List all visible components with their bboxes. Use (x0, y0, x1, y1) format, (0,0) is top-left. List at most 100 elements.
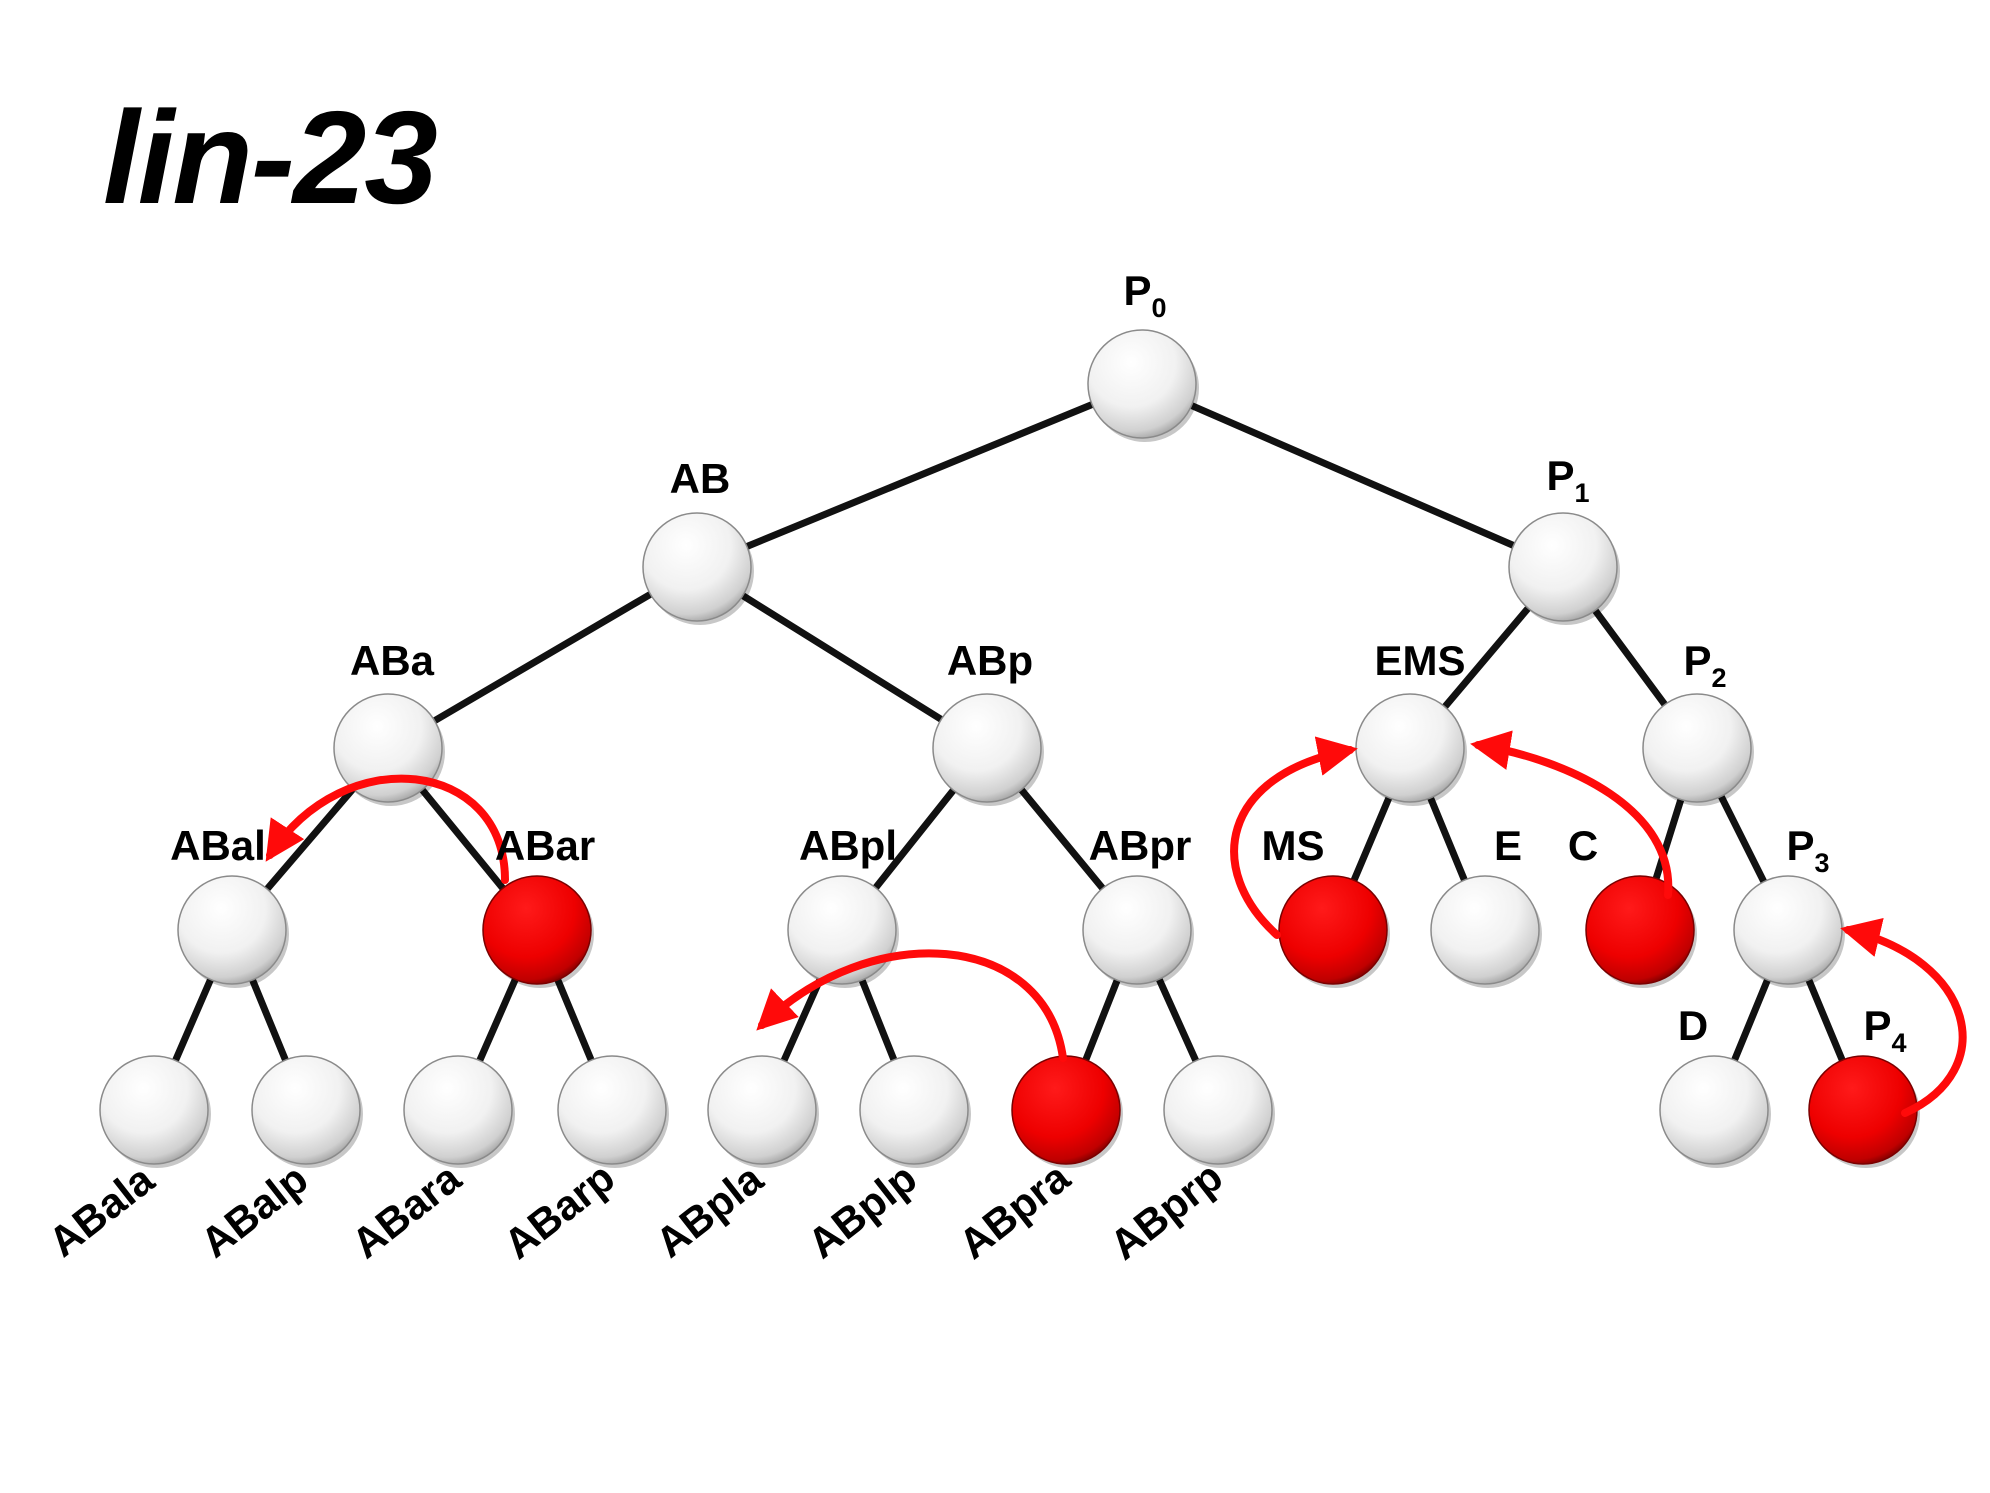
cell-node-MS (1278, 875, 1388, 985)
edge-ABal-ABala (169, 968, 218, 1070)
cell-node-ABalp (251, 1055, 361, 1165)
label-main-E: E (1494, 822, 1522, 869)
cell-node-P4 (1808, 1055, 1918, 1165)
cell-node-ABal (177, 875, 287, 985)
edge-P2-P3 (1714, 785, 1771, 891)
label-main-D: D (1678, 1002, 1708, 1049)
cell-node-ABpr (1082, 875, 1192, 985)
cell-node-AB (642, 512, 752, 622)
label-main-P3: P (1786, 822, 1814, 869)
page-title: lin-23 (103, 84, 438, 231)
label-ABpr: ABpr (1089, 822, 1192, 869)
edge-P0-P1 (1180, 398, 1523, 552)
label-ABpra: ABpra (950, 1153, 1079, 1268)
cell-node-ABpra (1011, 1055, 1121, 1165)
cell-node-ABala (99, 1055, 209, 1165)
label-main-ABala: ABala (40, 1155, 163, 1266)
cell-node-ABara (403, 1055, 513, 1165)
label-AB: AB (670, 455, 731, 502)
label-MS: MS (1262, 822, 1325, 869)
cell-node-ABplp (859, 1055, 969, 1165)
label-main-P0: P (1123, 267, 1151, 314)
arrow-P4-to-P3 (1840, 917, 1967, 1117)
edge-ABp-ABpr (1012, 779, 1110, 897)
cell-node-ABpl (787, 875, 897, 985)
edge-ABa-ABal (259, 779, 362, 898)
arrow-ABar-to-ABal (265, 774, 509, 884)
label-D: D (1678, 1002, 1708, 1049)
label-subscript-P3: 3 (1814, 848, 1829, 878)
label-main-ABpra: ABpra (950, 1153, 1079, 1268)
label-main-ABp: ABp (947, 637, 1033, 684)
label-ABplp: ABplp (799, 1154, 925, 1267)
label-ABprp: ABprp (1101, 1153, 1231, 1269)
edge-P0-AB (737, 397, 1103, 553)
label-ABal: ABal (170, 822, 266, 869)
edge-ABpr-ABprp (1152, 968, 1202, 1070)
edge-ABpr-ABpra (1080, 969, 1124, 1069)
edge-AB-ABa (425, 586, 661, 728)
edge-ABar-ABarp (551, 968, 598, 1070)
cell-node-ABar (482, 875, 592, 985)
label-main-P4: P (1863, 1002, 1891, 1049)
cell-node-E (1430, 875, 1540, 985)
label-subscript-P1: 1 (1574, 478, 1589, 508)
label-P3: P3 (1786, 822, 1829, 878)
cell-node-P0 (1087, 329, 1197, 439)
edge-EMS-E (1424, 787, 1471, 890)
arrow-MS-to-EMS (1230, 736, 1358, 939)
edge-P1-P2 (1586, 600, 1672, 713)
edge-ABar-ABara (473, 968, 523, 1070)
cell-node-P3 (1733, 875, 1843, 985)
edge-P1-EMS (1437, 598, 1537, 715)
label-main-ABpla: ABpla (647, 1154, 772, 1266)
label-main-ABara: ABara (343, 1154, 470, 1268)
cell-node-P1 (1508, 512, 1618, 622)
cell-node-C (1585, 875, 1695, 985)
label-C: C (1568, 822, 1598, 869)
label-main-AB: AB (670, 455, 731, 502)
label-ABala: ABala (40, 1155, 163, 1266)
label-main-EMS: EMS (1374, 637, 1465, 684)
label-ABara: ABara (343, 1154, 470, 1268)
edge-ABa-ABar (413, 780, 511, 897)
label-main-ABar: ABar (495, 822, 595, 869)
label-main-ABa: ABa (350, 637, 435, 684)
label-main-P2: P (1683, 637, 1711, 684)
edge-P3-P4 (1802, 968, 1849, 1070)
label-main-ABpr: ABpr (1089, 822, 1192, 869)
edge-ABp-ABpl (868, 780, 962, 896)
arrow-ABpra-to-ABpla (756, 949, 1067, 1062)
cell-node-ABa (333, 693, 443, 803)
label-ABp: ABp (947, 637, 1033, 684)
cell-node-ABarp (557, 1055, 667, 1165)
label-ABar: ABar (495, 822, 595, 869)
label-main-ABplp: ABplp (799, 1154, 925, 1267)
edge-ABpl-ABplp (855, 969, 900, 1069)
label-P2: P2 (1683, 637, 1726, 693)
label-P1: P1 (1546, 452, 1589, 508)
cell-node-EMS (1355, 693, 1465, 803)
edge-P3-D (1728, 969, 1775, 1070)
label-E: E (1494, 822, 1522, 869)
label-main-ABal: ABal (170, 822, 266, 869)
arrow-C-to-EMS (1470, 730, 1673, 899)
label-ABalp: ABalp (192, 1155, 317, 1267)
label-subscript-P2: 2 (1711, 663, 1726, 693)
label-main-MS: MS (1262, 822, 1325, 869)
label-P4: P4 (1863, 1002, 1906, 1058)
cell-node-ABpla (707, 1055, 817, 1165)
edge-AB-ABp (732, 587, 950, 727)
edge-P2-C (1650, 788, 1687, 888)
label-main-P1: P (1546, 452, 1574, 499)
label-ABpla: ABpla (647, 1154, 772, 1266)
cell-node-ABp (932, 693, 1042, 803)
label-subscript-P0: 0 (1151, 293, 1166, 323)
label-ABa: ABa (350, 637, 435, 684)
label-ABarp: ABarp (495, 1153, 623, 1268)
label-main-ABprp: ABprp (1101, 1153, 1231, 1269)
edge-ABal-ABalp (245, 969, 292, 1070)
label-main-ABarp: ABarp (495, 1153, 623, 1268)
